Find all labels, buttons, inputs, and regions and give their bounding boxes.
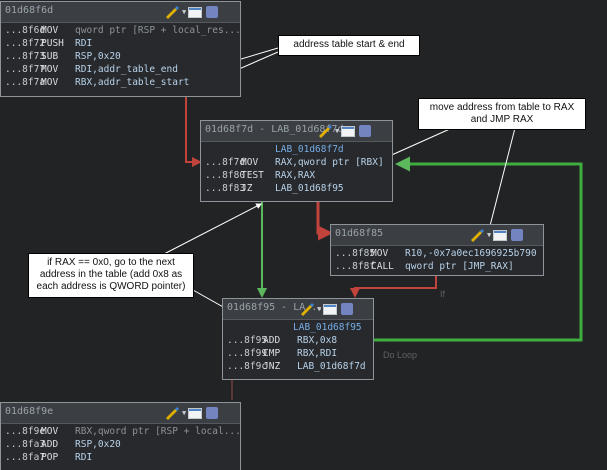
window-icon[interactable] [323,303,338,315]
block-title: 01d68f95 - LA... [227,302,324,313]
chevron-down-icon[interactable]: ▼ [317,305,322,313]
callout-rax-zero: if RAX == 0x0, go to the next address in… [28,253,194,298]
chevron-down-icon[interactable]: ▼ [182,8,187,16]
edge-b3-b4 [350,276,437,298]
block-header: 01d68f7d - LAB_01d68f7d ▼ [201,121,392,142]
edge-label-do-loop: Do Loop [383,350,418,360]
bookmark-icon[interactable] [206,6,219,18]
chevron-down-icon[interactable]: ▼ [335,127,340,135]
edge-b2-b3 [316,202,333,241]
edge-label-if: If [440,289,446,299]
pencil-icon[interactable] [317,124,333,138]
block-header: 01d68f6d ▼ [1,2,240,23]
code-block-01d68f7d[interactable]: 01d68f7d - LAB_01d68f7d ▼ LAB_01d68f7d .… [200,120,393,202]
pointer-move-1 [383,127,453,159]
block-header: 01d68f85 ▼ [331,225,543,246]
bookmark-icon[interactable] [511,229,524,241]
pencil-icon[interactable] [164,5,180,19]
label-line[interactable]: LAB_01d68f95 [293,322,362,333]
pencil-icon[interactable] [469,228,485,242]
pointer-rax-1 [163,203,263,255]
window-icon[interactable] [188,6,203,18]
block-title: 01d68f9e [5,406,54,417]
window-icon[interactable] [493,229,508,241]
window-icon[interactable] [188,407,203,419]
block-header: 01d68f9e ▼ [1,403,240,424]
block-title: 01d68f6d [5,5,54,16]
code-block-01d68f95[interactable]: 01d68f95 - LA... ▼ LAB_01d68f95 ...8f95A… [222,298,374,380]
label-line[interactable]: LAB_01d68f7d [275,144,344,155]
pencil-icon[interactable] [299,302,315,316]
callout-move-address: move address from table to RAX and JMP R… [418,98,586,130]
chevron-down-icon[interactable]: ▼ [487,231,492,239]
bookmark-icon[interactable] [341,303,354,315]
block-title: 01d68f7d - LAB_01d68f7d [205,124,344,135]
edge-b1-b2 [185,97,202,167]
block-title: 01d68f85 [335,228,384,239]
bookmark-icon[interactable] [206,407,219,419]
callout-address-table: address table start & end [278,35,420,56]
pencil-icon[interactable] [164,406,180,420]
chevron-down-icon[interactable]: ▼ [182,409,187,417]
window-icon[interactable] [341,125,356,137]
block-header: 01d68f95 - LA... ▼ [223,299,373,320]
bookmark-icon[interactable] [359,125,372,137]
edge-loop-back [374,156,583,342]
